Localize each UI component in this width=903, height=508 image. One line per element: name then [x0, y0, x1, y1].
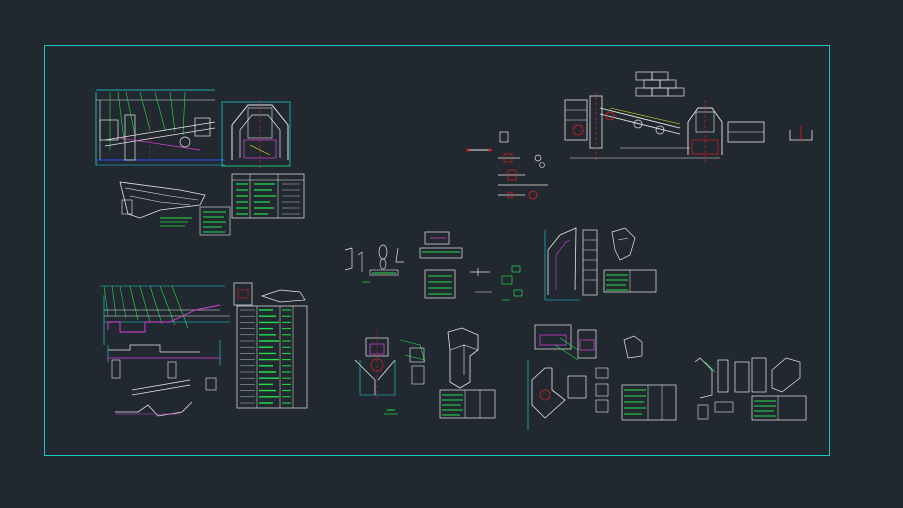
table-middle-left[interactable] [236, 305, 308, 409]
chute-detail-bottom-center[interactable] [354, 327, 479, 415]
table-top-left[interactable] [199, 173, 305, 236]
conveyor-elevation-middle-left[interactable] [100, 282, 306, 417]
table-center[interactable] [439, 389, 496, 419]
hopper-detail-center-right[interactable] [544, 227, 636, 301]
chute-elevation-center[interactable] [419, 231, 523, 301]
table-bottom-center[interactable] [621, 384, 677, 421]
chute-detail-bottom-right[interactable] [527, 324, 643, 430]
table-center-right[interactable] [603, 269, 657, 293]
conveyor-section-top-left[interactable] [221, 100, 291, 168]
chute-detail-center[interactable] [344, 244, 404, 283]
chute-detail-far-right[interactable] [694, 357, 801, 420]
crusher-layout-top-right[interactable] [564, 71, 813, 162]
detail-group-top-middle[interactable] [466, 131, 549, 200]
table-bottom-right[interactable] [751, 395, 807, 421]
conveyor-isometric-top-left[interactable] [119, 181, 206, 227]
conveyor-elevation-top-left[interactable] [95, 89, 225, 166]
sheet-border [44, 45, 830, 456]
